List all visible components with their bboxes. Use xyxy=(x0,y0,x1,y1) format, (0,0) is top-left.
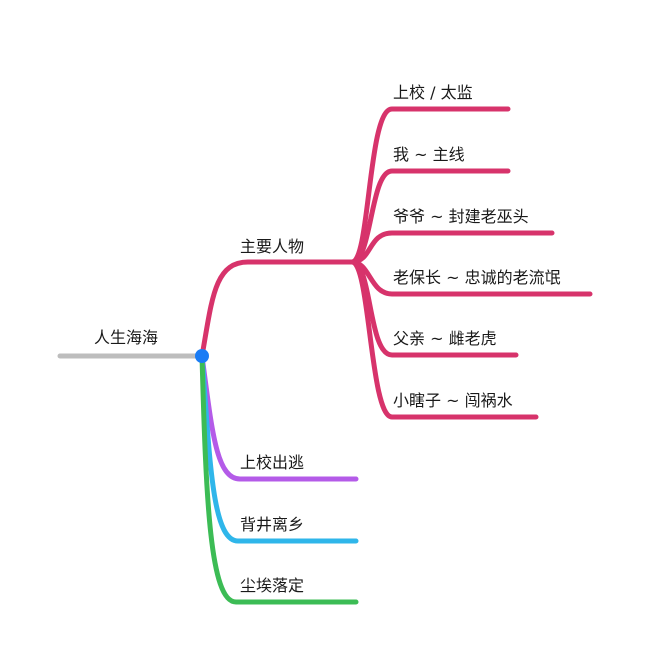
child-label-old-baozhang[interactable]: 老保长 ~ 忠诚的老流氓 xyxy=(393,268,561,287)
child-connector-grandpa xyxy=(349,230,555,265)
child-label-me[interactable]: 我 ~ 主线 xyxy=(393,145,465,164)
branch-label-main-characters[interactable]: 主要人物 xyxy=(240,237,305,256)
child-connector-me xyxy=(349,168,511,265)
branch-connector-leave-home xyxy=(199,353,359,544)
child-label-little-blind[interactable]: 小瞎子 ~ 闯祸水 xyxy=(393,391,513,410)
child-label-father[interactable]: 父亲 ~ 雌老虎 xyxy=(393,329,497,348)
root-node-dot[interactable] xyxy=(195,349,209,363)
branch-label-leave-home[interactable]: 背井离乡 xyxy=(240,515,305,534)
branch-connector-dust-settles xyxy=(199,353,359,605)
child-label-colonel[interactable]: 上校 / 太监 xyxy=(393,83,473,102)
branch-label-colonel-escape[interactable]: 上校出逃 xyxy=(240,453,305,472)
branch-label-dust-settles[interactable]: 尘埃落定 xyxy=(240,576,305,595)
branch-connector-main-characters xyxy=(199,259,355,359)
root-topic-label[interactable]: 人生海海 xyxy=(94,328,159,347)
child-connector-little-blind xyxy=(349,259,539,420)
child-label-grandpa[interactable]: 爷爷 ~ 封建老巫头 xyxy=(393,207,529,226)
